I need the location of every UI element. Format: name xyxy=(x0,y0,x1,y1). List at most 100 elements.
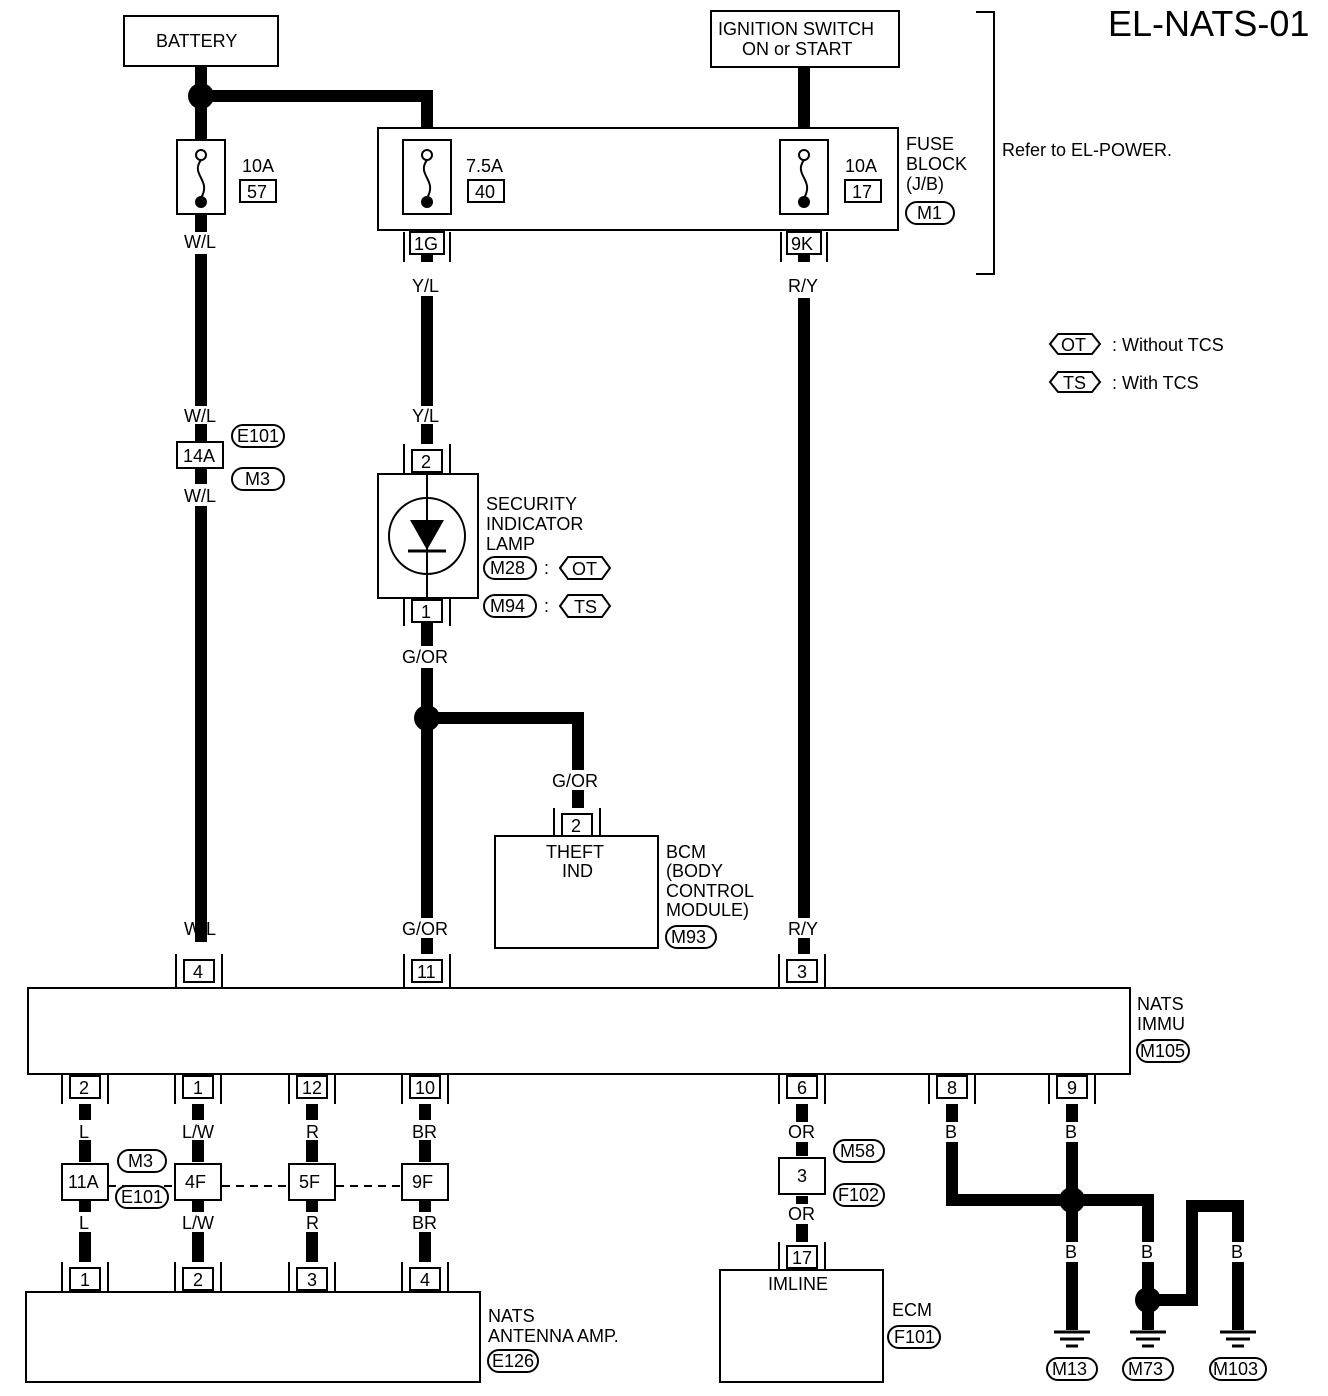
bcm-label-line1: BCM xyxy=(666,842,706,862)
lamp-sep-ts: : xyxy=(544,596,549,616)
wire-label-yl-1: Y/L xyxy=(412,276,439,296)
joint-5f: 5F xyxy=(299,1172,320,1192)
antenna-pin-4: 4 xyxy=(420,1270,430,1290)
ecm-box xyxy=(719,1269,884,1383)
legend-ot-text: : Without TCS xyxy=(1112,335,1224,355)
immu-bottom-pin-12-box xyxy=(296,1075,328,1099)
antenna-pin-2-bracket xyxy=(174,1262,222,1292)
or-joint-box xyxy=(778,1157,826,1195)
lamp-pin-bottom: 1 xyxy=(421,602,431,622)
ground-m13-label: M13 xyxy=(1052,1359,1087,1379)
lamp-label-line3: LAMP xyxy=(486,534,535,554)
fuse-17-bottom-terminal xyxy=(798,196,810,208)
fuse-57-num: 57 xyxy=(247,182,267,202)
joint-row-conn-top: M3 xyxy=(128,1151,153,1171)
joint-11a: 11A xyxy=(68,1172,99,1192)
wire-label-br-1: BR xyxy=(412,1122,437,1142)
antenna-pin-3: 3 xyxy=(307,1270,317,1290)
immu-bottom-pin-8-bracket xyxy=(928,1074,976,1104)
joint-14a-conn-bottom-pill xyxy=(231,467,285,491)
lamp-diode-circle xyxy=(388,497,466,575)
immu-bottom-pin-8: 8 xyxy=(947,1078,957,1098)
terminal-1g: 1G xyxy=(414,234,438,254)
fuse-block-bracket xyxy=(976,11,995,275)
wire-b-pin8 xyxy=(946,1104,1154,1300)
fuse-57-num-box xyxy=(239,179,277,203)
fuse-17-num-box xyxy=(844,179,882,203)
wire-label-b-5: B xyxy=(1185,1242,1197,1262)
immu-bottom-pin-6-bracket xyxy=(778,1074,826,1104)
splice-b-main xyxy=(1059,1187,1085,1213)
immu-bottom-pin-9-bracket xyxy=(1048,1074,1096,1104)
terminal-9k: 9K xyxy=(791,234,813,254)
immu-bottom-pin-10-bracket xyxy=(401,1074,449,1104)
splice-gor xyxy=(414,705,440,731)
terminal-9k-bracket xyxy=(780,232,828,262)
immu-bottom-pin-2-bracket xyxy=(61,1074,109,1104)
fuse-17-num: 17 xyxy=(852,182,872,202)
fuse-40-num: 40 xyxy=(475,182,495,202)
legend-ts-tag xyxy=(1048,371,1102,393)
or-joint-terminal: 3 xyxy=(797,1166,807,1186)
wire-label-l-2: L xyxy=(79,1213,89,1233)
immu-bottom-pin-9: 9 xyxy=(1067,1078,1077,1098)
bcm-box xyxy=(494,835,659,949)
antenna-pin-4-bracket xyxy=(401,1262,449,1292)
terminal-1g-box xyxy=(409,231,445,255)
immu-bottom-pin-6: 6 xyxy=(797,1078,807,1098)
antenna-connector: E126 xyxy=(492,1351,534,1371)
nats-immu-label-line1: NATS xyxy=(1137,994,1184,1014)
lamp-tag-ot-shape xyxy=(558,556,612,580)
or-joint-conn-top-pill xyxy=(833,1139,885,1163)
ignition-label-line1: IGNITION SWITCH xyxy=(718,19,874,39)
ground-m103-label: M103 xyxy=(1213,1359,1258,1379)
ecm-pin-bracket xyxy=(778,1242,826,1270)
lamp-pin-bottom-bracket xyxy=(403,598,451,626)
fuse-block-label-line2: BLOCK xyxy=(906,154,967,174)
refer-note: Refer to EL-POWER. xyxy=(1002,140,1172,160)
nats-immu-box xyxy=(27,987,1131,1075)
fuse-block-label-line3: (J/B) xyxy=(906,174,944,194)
diagram-title: EL-NATS-01 xyxy=(1108,3,1309,44)
fuse-57-bottom-terminal xyxy=(195,196,207,208)
wire-gor-to-bcm xyxy=(427,712,584,808)
legend-ts-code: TS xyxy=(1063,373,1086,393)
immu-top-pin-3-box xyxy=(786,959,818,983)
antenna-pin-3-box xyxy=(296,1267,328,1291)
wire-battery-to-fuse40 xyxy=(201,90,433,140)
wire-label-r-2: R xyxy=(306,1213,319,1233)
wire-label-lw-2: L/W xyxy=(182,1213,214,1233)
joint-9f: 9F xyxy=(412,1172,433,1192)
joint-row-conn-top-pill xyxy=(117,1149,167,1173)
ecm-pin-box xyxy=(786,1245,818,1269)
ground-m103: M103 xyxy=(1209,1330,1267,1381)
antenna-pin-1-bracket xyxy=(61,1262,109,1292)
fuse-57-amp: 10A xyxy=(242,156,274,176)
immu-bottom-pin-9-box xyxy=(1056,1075,1088,1099)
nats-immu-label-line2: IMMU xyxy=(1137,1014,1185,1034)
ignition-label-line2: ON or START xyxy=(742,39,852,59)
joint-4f-box xyxy=(174,1163,222,1201)
lamp-sep-ot: : xyxy=(544,558,549,578)
immu-top-pin-3: 3 xyxy=(797,962,807,982)
immu-top-pin-4-bracket xyxy=(175,954,223,988)
bcm-connector-pill xyxy=(665,925,717,949)
bcm-pin: 2 xyxy=(571,816,581,836)
lamp-pin-bottom-box xyxy=(411,599,443,623)
lamp-pin-top-bracket xyxy=(403,444,451,474)
immu-bottom-pin-1-bracket xyxy=(174,1074,222,1104)
immu-top-pin-11-box xyxy=(411,959,443,983)
immu-bottom-pin-2: 2 xyxy=(79,1078,89,1098)
fuse-40-element xyxy=(422,159,432,199)
wire-label-wl-1: W/L xyxy=(184,232,216,252)
wire-label-gor-1: G/OR xyxy=(402,647,448,667)
terminal-9k-box xyxy=(786,231,822,255)
wire-label-or-2: OR xyxy=(788,1204,815,1224)
bcm-inner-line1: THEFT xyxy=(546,842,604,862)
bcm-connector: M93 xyxy=(671,927,706,947)
or-joint-conn-top: M58 xyxy=(840,1141,875,1161)
lamp-conn-ot: M28 xyxy=(490,558,525,578)
terminal-1g-bracket xyxy=(403,232,451,262)
legend-ot-tag xyxy=(1048,333,1102,355)
joint-4f: 4F xyxy=(185,1172,206,1192)
